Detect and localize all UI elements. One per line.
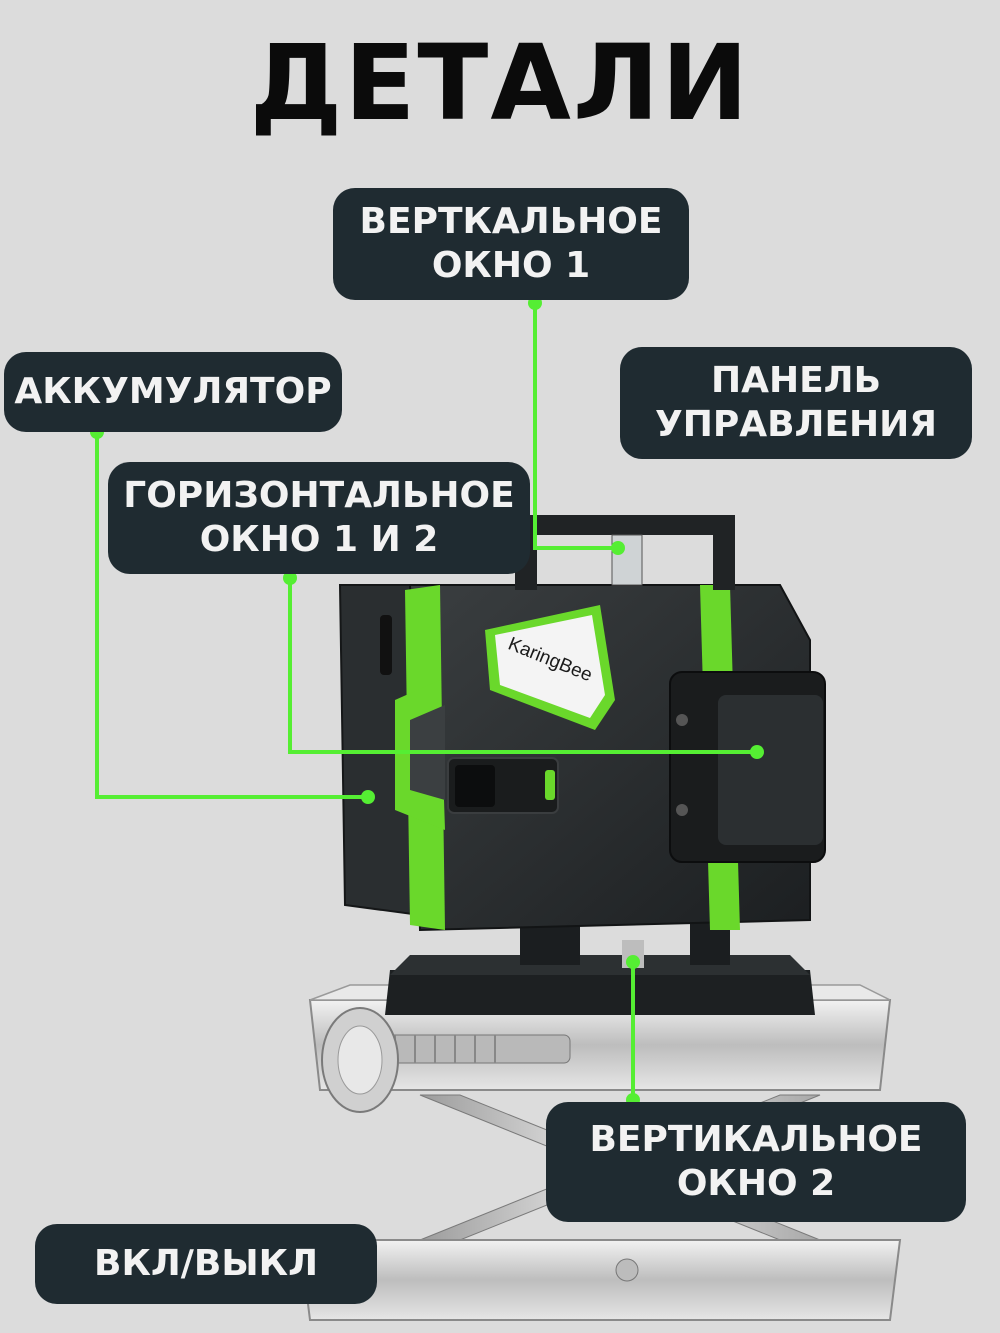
page-title: ДЕТАЛИ [249, 22, 751, 144]
callout-vertical-window-2: ВЕРТИКАЛЬНОЕ ОКНО 2 [546, 1102, 966, 1222]
callout-line: ПАНЕЛЬ [710, 360, 882, 402]
callout-power-switch: ВКЛ/ВЫКЛ [35, 1224, 377, 1304]
callout-line: ОКНО 1 [431, 245, 591, 286]
callout-line: ГОРИЗОНТАЛЬНОЕ [123, 475, 515, 517]
device-base [385, 920, 815, 1015]
callout-line: ОКНО 2 [676, 1163, 836, 1204]
callout-line: ОКНО 1 И 2 [199, 519, 439, 560]
callout-horizontal-window: ГОРИЗОНТАЛЬНОЕ ОКНО 1 И 2 [108, 462, 530, 574]
callout-control-panel: ПАНЕЛЬ УПРАВЛЕНИЯ [620, 347, 972, 459]
callout-line: ВЕРТКАЛЬНОЕ [359, 201, 663, 243]
callout-vertical-window-1: ВЕРТКАЛЬНОЕ ОКНО 1 [333, 188, 689, 300]
callout-line: АККУМУЛЯТОР [14, 371, 332, 413]
device-body [338, 515, 826, 932]
callout-line: УПРАВЛЕНИЯ [654, 404, 938, 445]
callout-battery: АККУМУЛЯТОР [4, 352, 342, 432]
callout-line: ВЕРТИКАЛЬНОЕ [589, 1119, 923, 1161]
callout-line: ВКЛ/ВЫКЛ [94, 1243, 318, 1285]
leader-lines [95, 303, 757, 1100]
